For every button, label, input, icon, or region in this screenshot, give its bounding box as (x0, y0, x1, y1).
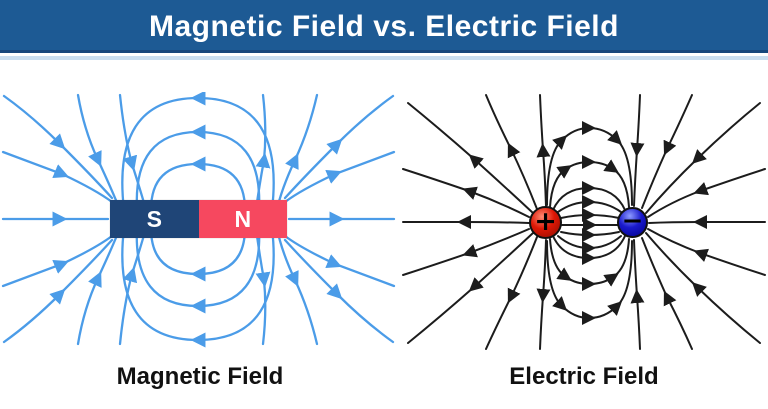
south-pole: S (110, 200, 199, 238)
positive-charge: + (529, 206, 562, 239)
north-pole: N (198, 200, 287, 238)
north-pole-label: N (234, 205, 252, 232)
title-banner: Magnetic Field vs. Electric Field (0, 0, 768, 53)
banner-accent-strip (0, 56, 768, 60)
negative-charge: − (617, 207, 648, 238)
plus-symbol: + (534, 206, 557, 237)
bar-magnet: S N (110, 200, 287, 238)
magnetic-field-lines-graphic (1, 92, 396, 348)
minus-symbol: − (621, 206, 644, 236)
page-title: Magnetic Field vs. Electric Field (149, 10, 619, 43)
electric-field-lines-graphic (402, 94, 766, 350)
electric-field-caption: Electric Field (509, 363, 659, 390)
south-pole-label: S (146, 205, 162, 232)
magnetic-field-caption: Magnetic Field (116, 363, 284, 390)
